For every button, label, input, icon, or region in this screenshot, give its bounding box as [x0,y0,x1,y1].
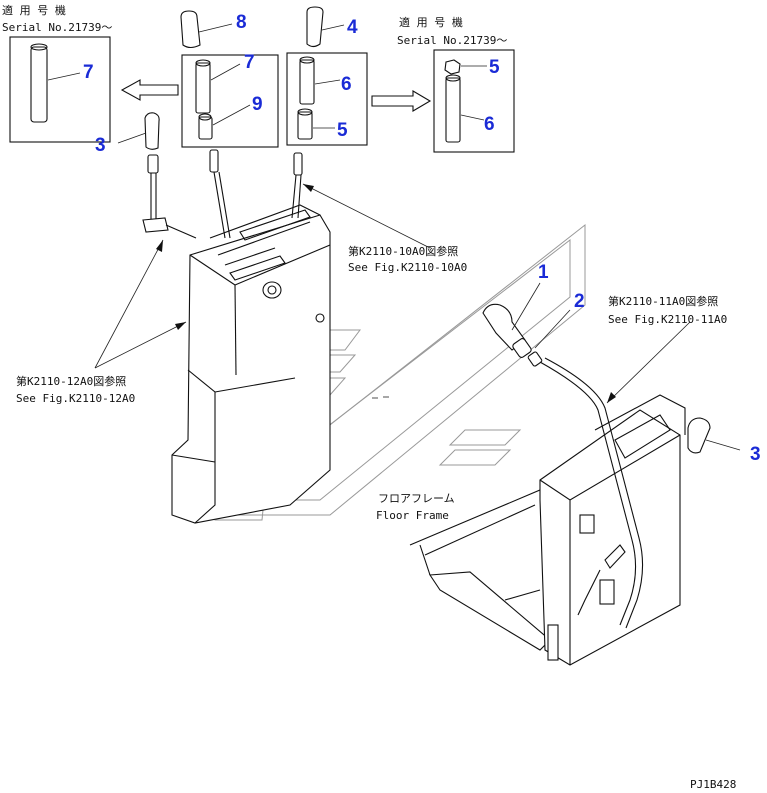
callout-5-right: 5 [489,57,500,78]
part-3-knob-left [117,112,160,150]
lever-assembly [482,282,741,629]
part-4-knob [306,6,345,48]
serial-left-en: Serial No.21739～ [2,21,112,34]
box-7-9 [181,54,279,148]
part-8-knob [180,10,233,49]
serial-right-en: Serial No.21739～ [397,34,507,47]
callout-6-right: 6 [484,114,495,135]
reference-leaders [94,183,691,404]
callout-8: 8 [236,12,247,33]
ref-12a0-en: See Fig.K2110-12A0 [16,392,135,405]
ref-10a0-jp: 第K2110-10A0図参照 [348,244,458,258]
callout-4: 4 [347,17,358,38]
callout-6-mid: 6 [341,74,352,95]
callout-9: 9 [252,94,263,115]
console-levers [142,149,303,239]
callout-7-box: 7 [83,62,94,83]
arrow-right [371,90,432,112]
arrow-left [120,79,179,101]
serial-right-jp: 適 用 号 機 [399,15,463,29]
box-serial-left [9,36,111,143]
ref-10a0-en: See Fig.K2110-10A0 [348,261,467,274]
control-console [171,204,331,524]
callout-1: 1 [538,262,549,283]
callout-3-right: 3 [750,444,761,465]
floor-frame-jp: フロアフレーム [378,492,455,505]
callout-3-left: 3 [95,135,106,156]
callout-5-mid: 5 [337,120,348,141]
ref-11a0-jp: 第K2110-11A0図参照 [608,294,718,308]
serial-left-jp: 適 用 号 機 [2,3,66,17]
ref-11a0-en: See Fig.K2110-11A0 [608,313,727,326]
callout-2: 2 [574,291,585,312]
callout-7-mid: 7 [244,52,255,73]
ref-12a0-jp: 第K2110-12A0図参照 [16,374,126,388]
drawing-code: PJ1B428 [690,778,736,791]
floor-frame [409,394,686,666]
box-6-5 [286,52,368,146]
floor-frame-en: Floor Frame [376,509,449,522]
box-serial-right [433,49,515,153]
